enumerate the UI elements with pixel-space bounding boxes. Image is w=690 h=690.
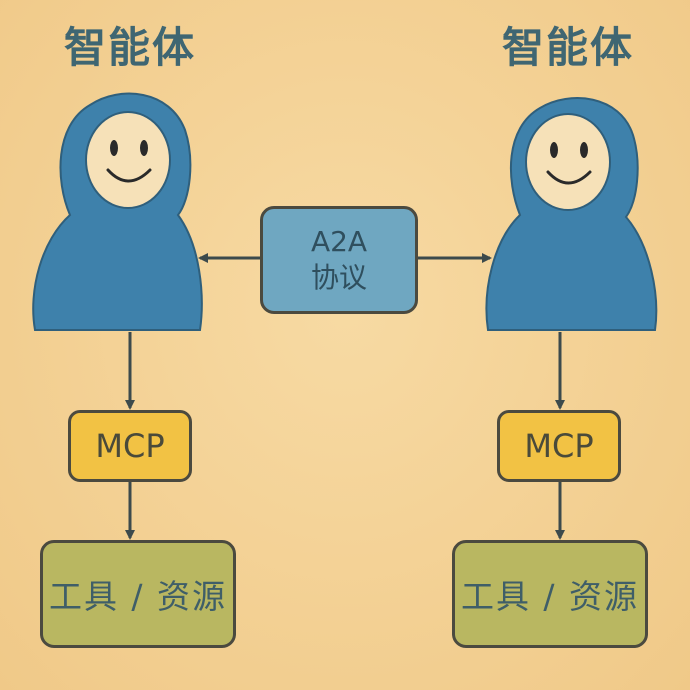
- agent-right-title: 智能体: [501, 23, 634, 72]
- agent-right-smile: [546, 170, 592, 185]
- agent-right-eye-right: [580, 142, 588, 158]
- a2a-protocol-box: A2A 协议: [260, 206, 418, 314]
- agent-right-figure: [485, 97, 658, 331]
- mcp-left-label: MCP: [95, 427, 165, 465]
- agent-left-eye-right: [140, 140, 148, 156]
- tools-resources-right-label: 工具 / 资源: [460, 577, 640, 616]
- a2a-label: A2A: [310, 225, 368, 258]
- agent-right-face: [525, 113, 611, 211]
- mcp-right-label: MCP: [524, 427, 594, 465]
- agent-left-face: [85, 111, 171, 209]
- tools-resources-left-label: 工具 / 资源: [48, 577, 228, 616]
- agent-left-figure: [32, 92, 203, 331]
- tools-resources-right-box: 工具 / 资源: [452, 540, 648, 648]
- mcp-left-box: MCP: [68, 410, 192, 482]
- agent-right-eye-left: [550, 142, 558, 158]
- tools-resources-left-box: 工具 / 资源: [40, 540, 236, 648]
- protocol-label: 协议: [310, 261, 367, 294]
- agent-left-eye-left: [110, 140, 118, 156]
- mcp-right-box: MCP: [497, 410, 621, 482]
- agent-left-smile: [106, 168, 152, 183]
- agent-left-title: 智能体: [63, 23, 196, 72]
